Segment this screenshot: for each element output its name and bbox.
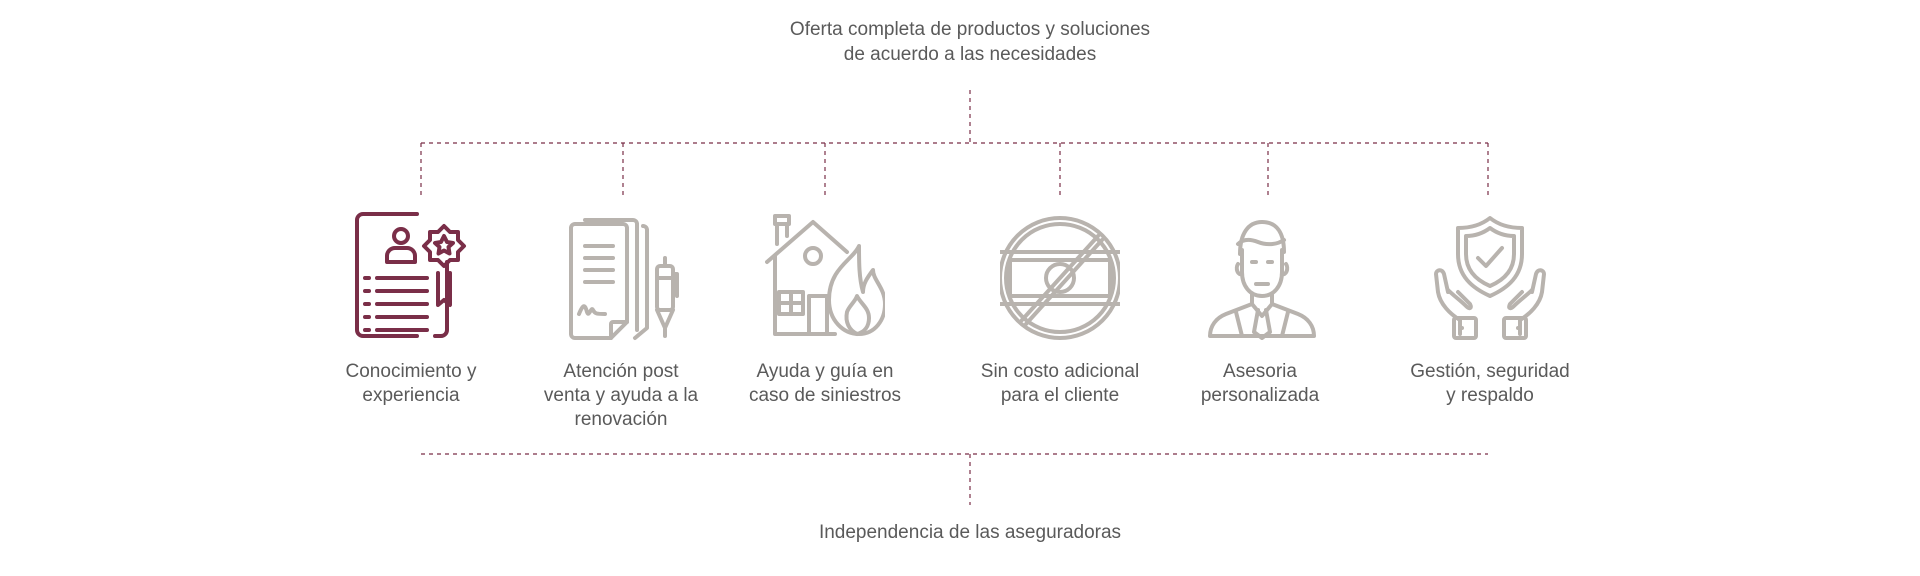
item-label: Conocimiento y experiencia (311, 360, 511, 408)
item-label: Asesoria personalizada (1160, 360, 1360, 408)
footer-title: Independencia de las aseguradoras (818, 522, 1122, 543)
header-title-line-1: Oferta completa de productos y solucione… (789, 19, 1151, 40)
advisor-icon (1208, 220, 1316, 340)
no-money-icon (1000, 216, 1120, 340)
item-label-line: venta y ayuda a la (543, 385, 699, 406)
certificate-icon (355, 212, 466, 338)
header-title-line-2: de acuerdo a las necesidades (843, 44, 1097, 65)
item-label: Sin costo adicional para el cliente (960, 360, 1160, 408)
header-title: Oferta completa de productos y solucione… (700, 17, 1240, 67)
item-label-line: y respaldo (1446, 385, 1534, 406)
item-label-line: experiencia (362, 385, 460, 406)
item-label-line: Atención post (563, 361, 679, 382)
hands-shield-icon (1434, 216, 1546, 340)
item-label-line: caso de siniestros (748, 385, 902, 406)
item-label-line: Asesoria (1223, 361, 1297, 382)
item-label-line: personalizada (1200, 385, 1320, 406)
item-label-line: Conocimiento y (345, 361, 477, 382)
item-label-line: Gestión, seguridad (1410, 361, 1570, 382)
item-label-line: para el cliente (1000, 385, 1120, 406)
item-label: Gestión, seguridad y respaldo (1390, 360, 1590, 408)
item-label: Atención post venta y ayuda a la renovac… (521, 360, 721, 432)
item-label: Ayuda y guía en caso de siniestros (725, 360, 925, 408)
item-label-line: Sin costo adicional (980, 361, 1140, 382)
documents-pen-icon (569, 218, 679, 340)
house-fire-icon (765, 214, 885, 336)
item-label-line: Ayuda y guía en (756, 361, 894, 382)
item-label-line: renovación (574, 409, 668, 430)
